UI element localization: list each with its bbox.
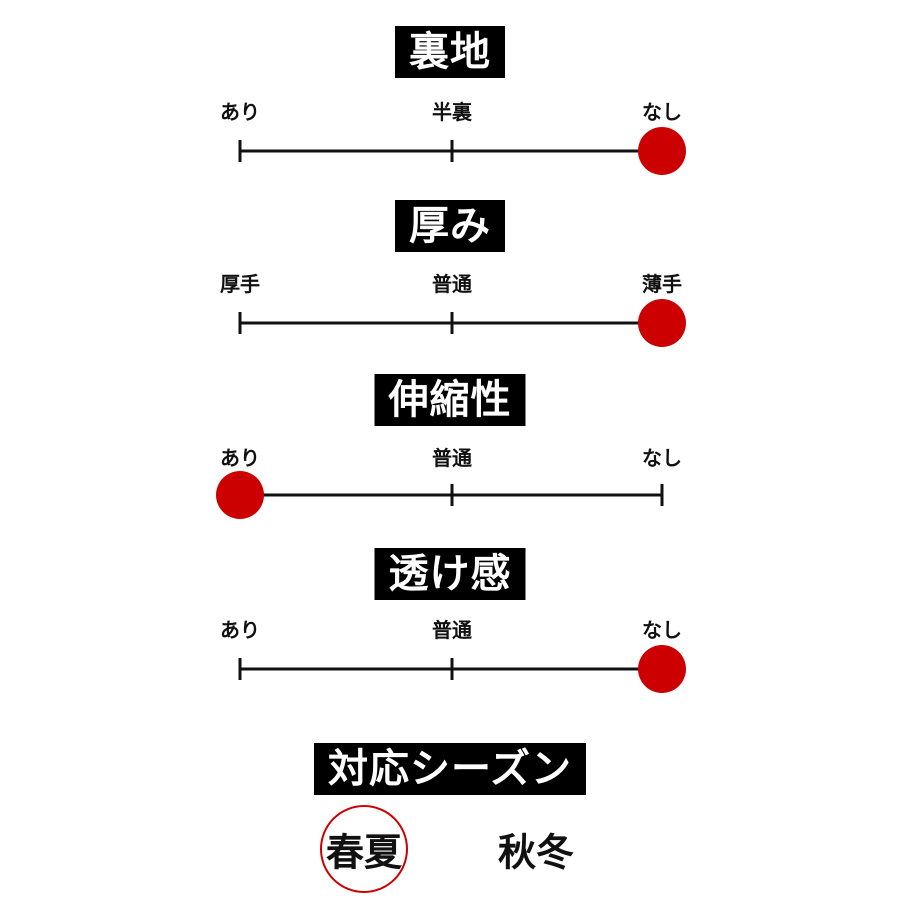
scale-selected-marker [638,299,686,347]
scale-label-middle: 普通 [432,618,472,642]
scale-track-thickness [238,299,686,347]
scale-label-left: あり [220,100,260,124]
season-selected-ring [320,805,408,893]
scale-selected-marker [216,471,264,519]
scale-selected-marker [638,645,686,693]
season-option-spring-summer: 春夏 [325,830,403,875]
scale-track-stretch [216,471,664,519]
scale-label-left: あり [220,618,260,642]
scale-label-middle: 普通 [432,272,472,296]
section-title-sheerness: 透け感 [374,548,526,600]
section-thickness: 厚み 厚手 普通 薄手 [0,200,900,350]
section-lining: 裏地 あり 半裏 なし [0,26,900,176]
section-title-season: 対応シーズン [314,743,586,795]
scale-label-right: 薄手 [642,272,682,296]
section-sheerness: 透け感 あり 普通 なし [0,548,900,698]
season-option-autumn-winter: 秋冬 [497,830,575,875]
section-title-thickness: 厚み [395,200,505,252]
section-title-lining: 裏地 [395,26,505,78]
scale-track-lining [238,127,686,175]
scale-label-right: なし [642,100,682,124]
scale-label-left: あり [220,446,260,470]
scale-label-middle: 半裏 [432,100,472,124]
scale-label-middle: 普通 [432,446,472,470]
scale-selected-marker [638,127,686,175]
section-season: 対応シーズン 春夏 秋冬 [0,743,900,893]
scale-label-left: 厚手 [220,272,260,296]
scale-label-right: なし [642,618,682,642]
scale-track-sheerness [238,645,686,693]
scale-label-right: なし [642,446,682,470]
section-stretch: 伸縮性 あり 普通 なし [0,374,900,524]
section-title-stretch: 伸縮性 [374,374,526,426]
